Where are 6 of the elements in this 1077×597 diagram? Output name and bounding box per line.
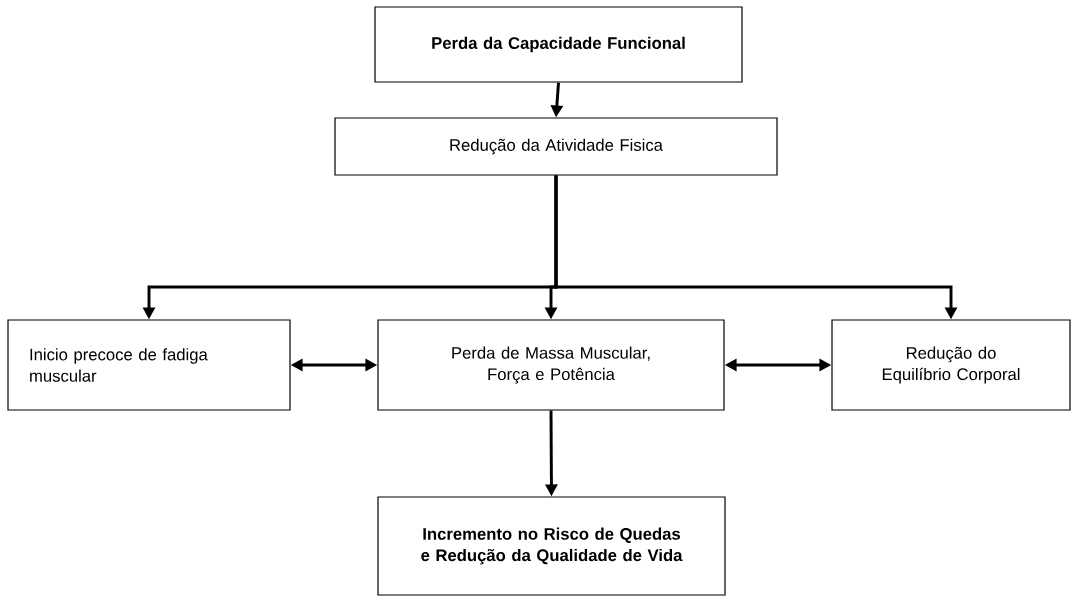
- process-box: Perda da Capacidade Funcional: [374, 6, 743, 83]
- process-box: Perda de Massa Muscular, Força e Potência: [377, 319, 725, 411]
- process-box: Redução do Equilíbrio Corporal: [831, 319, 1071, 411]
- process-box: Incremento no Risco de Quedas e Redução da Qualidade de Vida: [377, 496, 726, 596]
- process-box: Redução da Atividade Fisica: [334, 117, 778, 176]
- process-box: Inicio precoce de fadiga muscular: [7, 319, 291, 411]
